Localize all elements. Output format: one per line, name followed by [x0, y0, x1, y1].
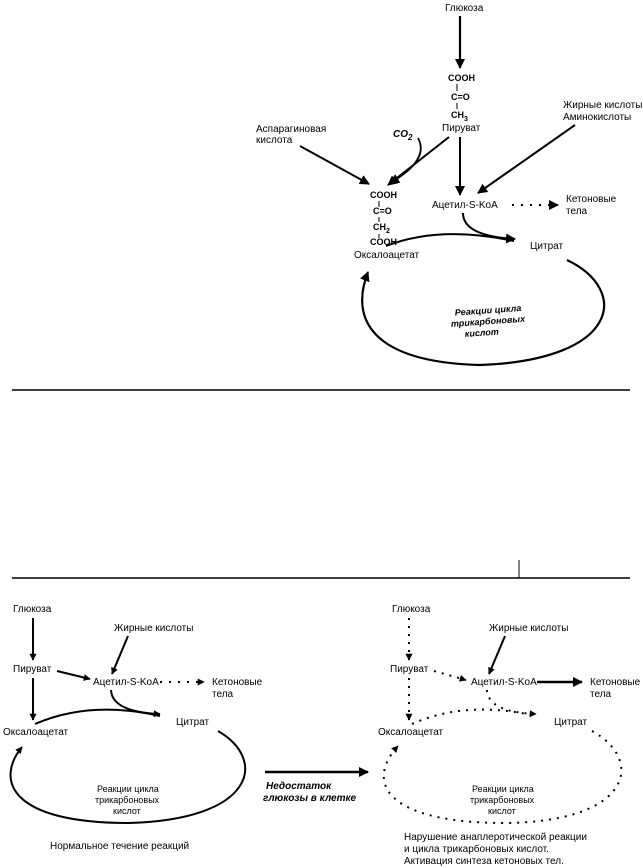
right-fatty-arrow — [488, 635, 506, 675]
top-aspartic-arrow — [299, 145, 370, 185]
middle-label-2: глюкозы в клетке — [263, 793, 357, 804]
right-oxaloacetate-label: Оксалоацетат — [378, 727, 444, 738]
top-amino-label: Аминокислоты — [563, 112, 631, 123]
top-oxaloacetate-label: Оксалоацетат — [354, 250, 420, 261]
right-pyruvate-label: Пируват — [390, 664, 429, 675]
top-ox-co: C=O — [373, 206, 392, 216]
top-acetyl-to-citrate-arrow — [462, 212, 516, 244]
left-acetyl-label: Ацетил-S-KoA — [93, 677, 159, 688]
top-oxalo-formula: COOH C=O CH2 COOH — [370, 190, 397, 247]
right-caption-2: и цикла трикарбоновых кислот. — [404, 843, 549, 855]
right-fatty-label: Жирные кислоты — [489, 623, 568, 634]
top-pyr-cooh: COOH — [448, 73, 475, 83]
top-cycle-label-3: кислот — [464, 327, 499, 339]
top-diagram: Глюкоза COOH C=O CH3 Пируват Жирные кисл… — [256, 3, 642, 367]
right-cycle-label-2: трикарбоновых — [470, 795, 535, 805]
top-acetyl-label: Ацетил-S-KoA — [432, 200, 498, 211]
top-fatty-arrow — [477, 124, 576, 194]
left-ketone-label-2: тела — [212, 689, 234, 700]
right-citrate-label: Цитрат — [554, 717, 587, 728]
left-cycle-label-3: кислот — [113, 806, 141, 816]
right-acetyl-label: Ацетил-S-KoA — [471, 677, 537, 688]
middle-label-1: Недостаток — [266, 781, 332, 792]
top-oxalo-to-citrate-arrow — [385, 233, 515, 247]
left-diagram: Глюкоза Пируват Жирные кислоты Ацетил-S-… — [3, 604, 263, 852]
right-pyruvate-to-acetyl-dotted-arrow — [433, 670, 467, 682]
top-ketone-label-1: Кетоновые — [566, 194, 617, 205]
top-co2-label: CO2 — [393, 129, 413, 142]
top-co2-arrow — [389, 137, 422, 184]
left-pyruvate-to-acetyl-arrow — [56, 670, 91, 681]
left-fatty-arrow — [111, 635, 129, 675]
left-ketone-label-1: Кетоновые — [212, 677, 263, 688]
top-pyr-ch3: CH3 — [451, 110, 468, 123]
right-cycle-label-3: кислот — [488, 806, 516, 816]
left-oxalo-to-citrate-arrow — [34, 708, 161, 725]
left-fatty-label: Жирные кислоты — [114, 623, 193, 634]
left-oxaloacetate-label: Оксалоацетат — [3, 727, 69, 738]
top-aspartic-label-1: Аспарагиновая — [256, 124, 326, 135]
left-cycle-label-1: Реакции цикла — [97, 784, 159, 794]
top-aspartic-label-2: кислота — [256, 135, 293, 146]
middle-transition: Недостаток глюкозы в клетке — [263, 767, 369, 804]
top-glucose-label: Глюкоза — [445, 3, 484, 14]
left-citrate-label: Цитрат — [176, 717, 209, 728]
top-pyruvate-formula: COOH C=O CH3 — [448, 73, 475, 123]
top-pyr-co: C=O — [451, 92, 470, 102]
right-caption-3: Активация синтеза кетоновых тел. — [404, 856, 564, 867]
right-caption-1: Нарушение анаплеротической реакции — [404, 832, 587, 843]
top-citrate-label: Цитрат — [530, 241, 563, 252]
left-tca-cycle-loop — [9, 730, 246, 825]
top-ox-cooh-2: COOH — [370, 237, 397, 247]
top-ox-ch2: CH2 — [373, 222, 390, 235]
right-diagram: Глюкоза Пируват Жирные кислоты Ацетил-S-… — [378, 604, 641, 867]
top-ketone-label-2: тела — [566, 206, 588, 217]
left-cycle-label-2: трикарбоновых — [95, 795, 160, 805]
top-tca-cycle-loop — [360, 259, 606, 367]
top-fatty-label: Жирные кислоты — [563, 100, 642, 111]
top-ox-cooh-1: COOH — [370, 190, 397, 200]
top-pyruvate-label: Пируват — [442, 123, 481, 134]
right-ketone-label-1: Кетоновые — [590, 677, 641, 688]
left-pyruvate-label: Пируват — [13, 664, 52, 675]
right-ketone-label-2: тела — [590, 689, 612, 700]
left-glucose-label: Глюкоза — [13, 604, 52, 615]
right-cycle-label-1: Реакции цикла — [472, 784, 534, 794]
top-pyruvate-to-oxalo-arrow — [387, 136, 450, 186]
top-cycle-label-1: Реакции цикла — [454, 303, 521, 318]
right-acetyl-to-citrate-dotted-arrow — [486, 689, 537, 718]
right-glucose-label: Глюкоза — [392, 604, 431, 615]
left-caption: Нормальное течение реакций — [50, 841, 189, 852]
